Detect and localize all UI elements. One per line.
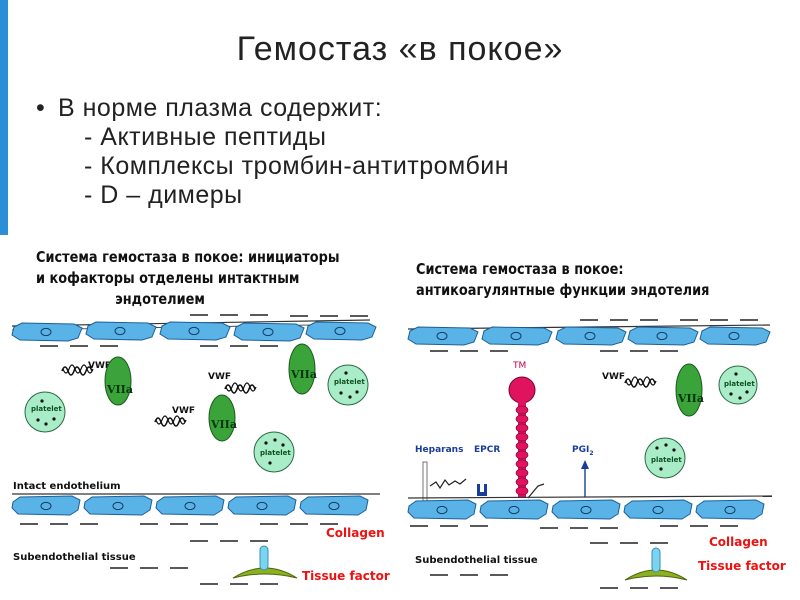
vwf-label: VWF — [208, 372, 231, 382]
pgi2: PGI2 — [572, 445, 594, 497]
left-caption-line-3: эндотелием — [115, 290, 205, 308]
platelet-label: platelet — [260, 449, 291, 457]
left-panel-caption: Система гемостаза в покое: инициаторы и … — [36, 247, 340, 310]
bullet-line-3: - D – димеры — [84, 181, 243, 209]
viia-label: VIIa — [106, 383, 133, 396]
platelet-label: platelet — [31, 405, 62, 413]
bullet-line-2: - Комплексы тромбин-антитромбин — [84, 152, 510, 180]
pgi-text: PGI — [572, 445, 589, 455]
left-diagram: VWF VWF VWF VIIa VIIa VIIa platelet — [11, 314, 390, 585]
factor-viia: VIIa — [675, 363, 704, 417]
factor-viia: VIIa — [288, 343, 317, 395]
tissue-factor-molecule — [624, 547, 688, 581]
bottom-endothelium-left — [11, 495, 369, 516]
platelet: platelet — [24, 391, 66, 433]
right-caption-line-2: антикоагулянтные функции эндотелия — [416, 281, 710, 299]
platelet: platelet — [253, 431, 295, 473]
top-endothelium-left — [11, 321, 377, 342]
viia-label: VIIa — [677, 392, 704, 405]
vwf-molecule: VWF — [154, 406, 195, 427]
bullet-line-1: - Активные пептиды — [84, 123, 327, 151]
vwf-molecule: VWF — [602, 372, 657, 388]
right-caption-line-1: Система гемостаза в покое: — [416, 260, 624, 278]
intact-endothelium-label: Intact endothelium — [13, 481, 121, 492]
vwf-label: VWF — [172, 406, 195, 416]
viia-label: VIIa — [210, 418, 237, 431]
epcr: EPCR — [474, 445, 500, 496]
tissue-factor-label: Tissue factor — [698, 559, 786, 573]
collagen-label: Collagen — [709, 535, 768, 549]
platelet: platelet — [718, 365, 758, 405]
heparans: Heparans — [415, 445, 467, 503]
subendothelial-label: Subendothelial tissue — [415, 555, 538, 566]
vwf-label: VWF — [602, 372, 625, 382]
platelet: platelet — [644, 437, 686, 479]
platelet-label: platelet — [651, 456, 682, 464]
tm-label: TM — [512, 361, 526, 371]
vwf-label: VWF — [88, 361, 111, 371]
epcr-label: EPCR — [474, 445, 500, 455]
pgi-label: PGI2 — [572, 445, 594, 457]
thrombomodulin: TM — [508, 361, 536, 498]
right-diagram: TM Heparans EPCR PGI2 — [407, 319, 786, 589]
subendothelial-label: Subendothelial tissue — [13, 552, 136, 563]
bottom-endothelium-right — [407, 499, 765, 520]
bullet-head: В норме плазма содержит: — [36, 94, 509, 123]
factor-viia: VIIa — [208, 394, 237, 442]
viia-label: VIIa — [290, 368, 317, 381]
accent-bar — [0, 0, 8, 235]
left-caption-line-2: и кофакторы отделены интактным — [36, 269, 300, 287]
tissue-factor-label: Tissue factor — [302, 569, 390, 583]
right-panel-caption: Система гемостаза в покое: антикоагулянт… — [416, 259, 709, 301]
tissue-factor-molecule — [232, 545, 298, 579]
slide-title: Гемостаз «в покое» — [236, 30, 564, 68]
vwf-molecule: VWF — [61, 361, 111, 376]
bullet-list: В норме плазма содержит: - Активные пепт… — [36, 94, 510, 210]
heparans-label: Heparans — [415, 445, 463, 455]
platelet-label: platelet — [334, 378, 365, 386]
platelet-label: platelet — [724, 380, 755, 388]
vwf-molecule: VWF — [208, 372, 257, 394]
factor-viia: VIIa — [104, 356, 133, 406]
pgi-subscript: 2 — [589, 450, 593, 457]
collagen-label: Collagen — [326, 526, 385, 540]
left-caption-line-1: Система гемостаза в покое: инициаторы — [36, 248, 340, 266]
platelet: platelet — [327, 364, 369, 406]
top-endothelium-right — [407, 326, 771, 346]
